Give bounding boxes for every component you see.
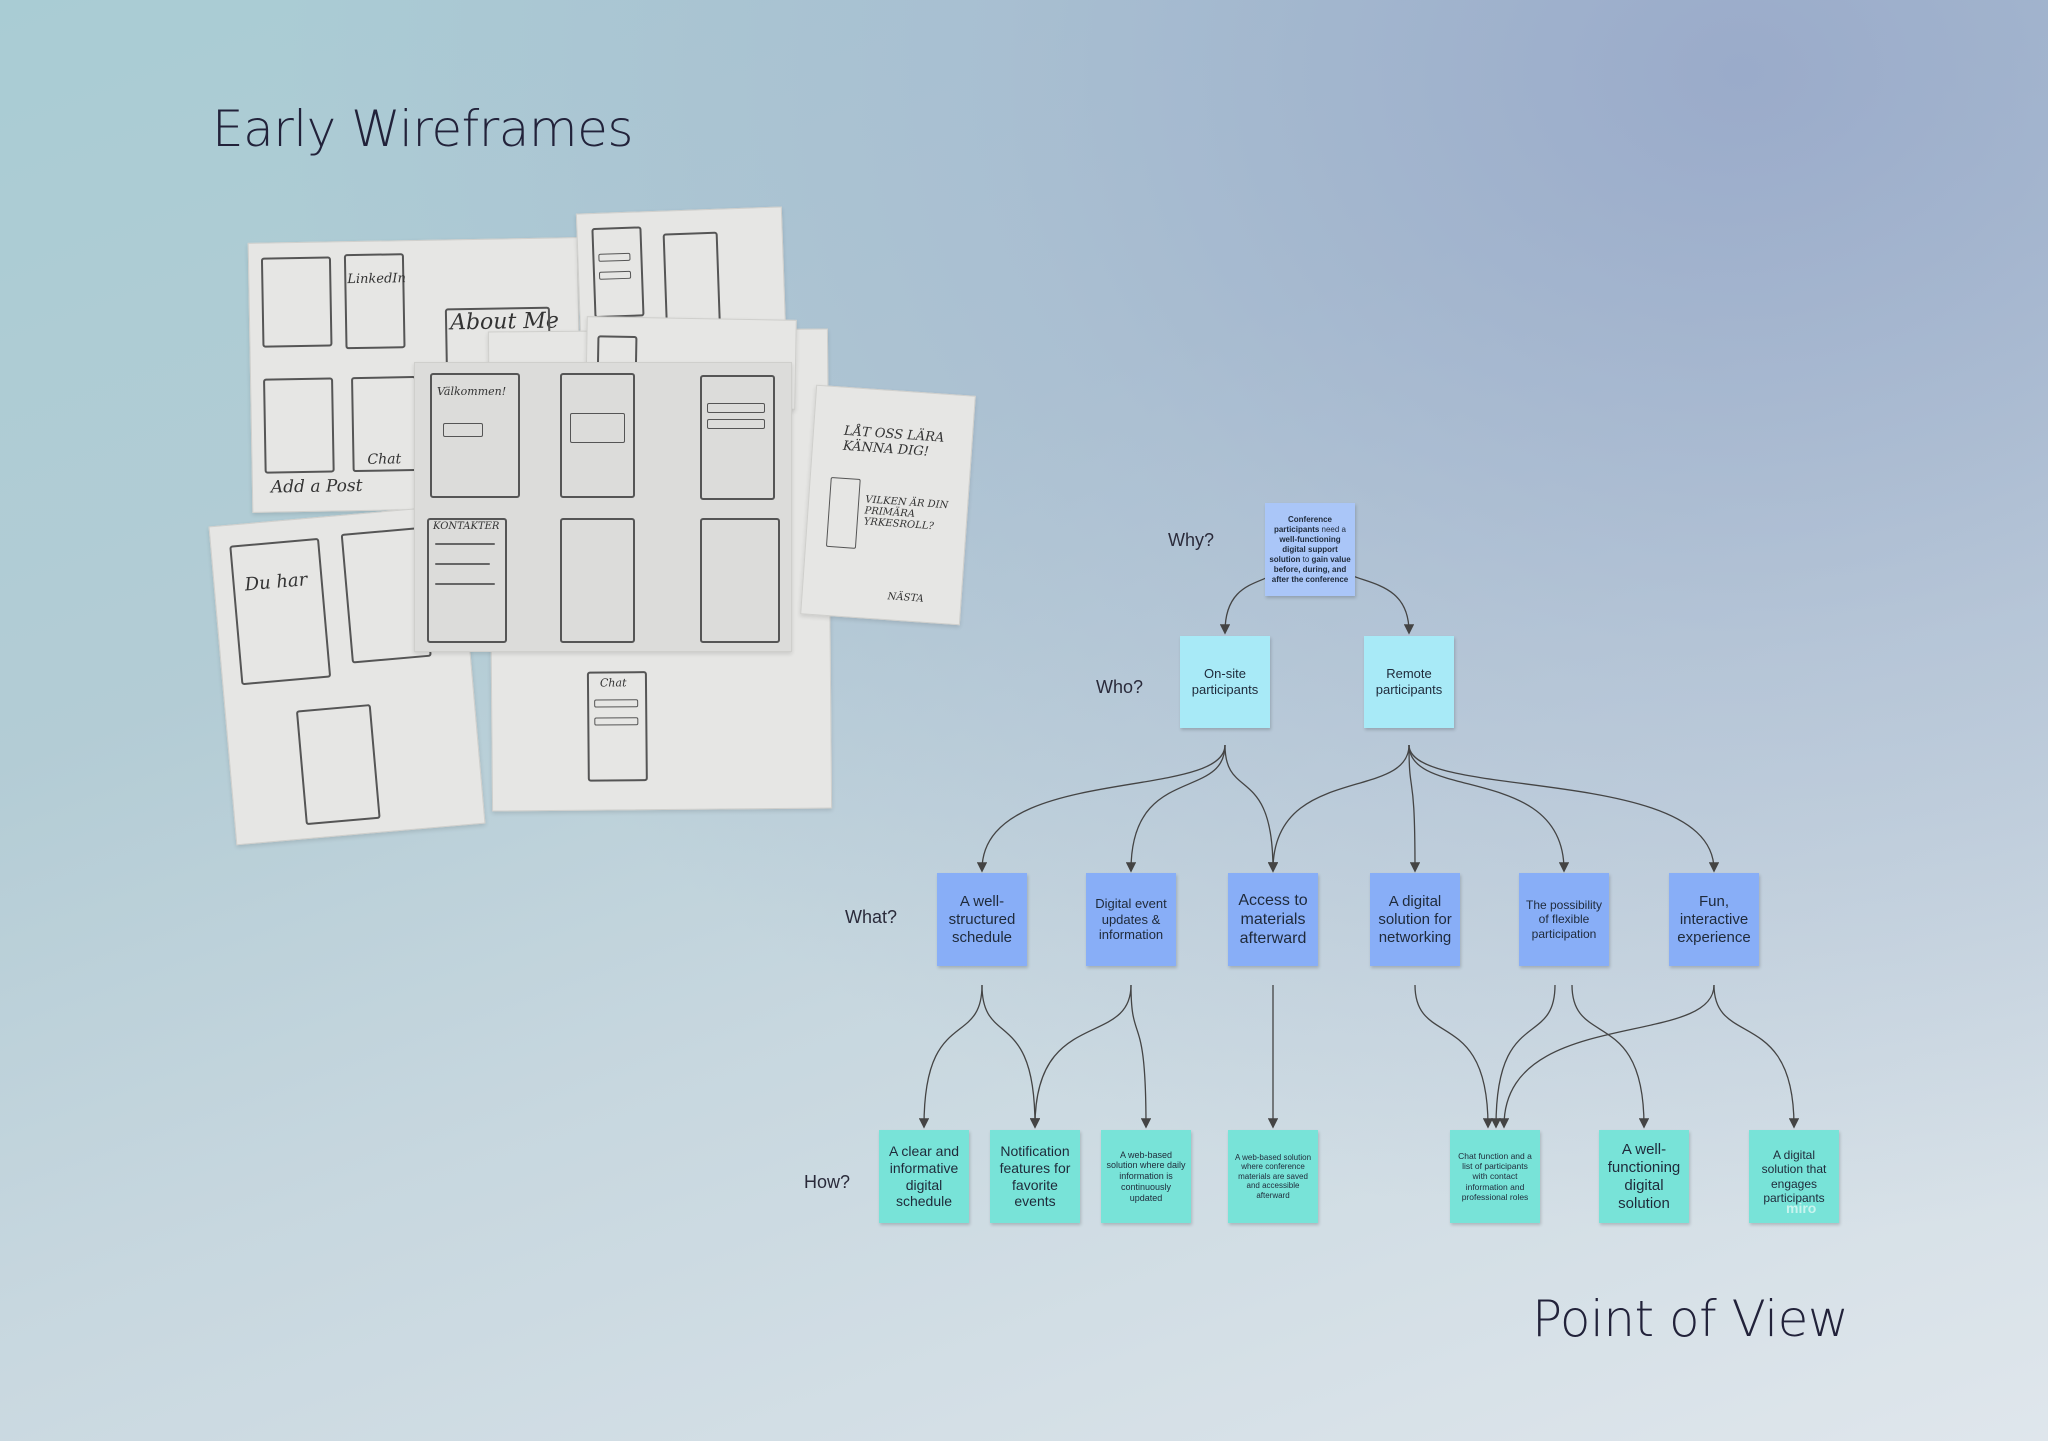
who-sticky-onsite: On-site participants — [1180, 636, 1270, 728]
level-why-label: Why? — [1168, 530, 1215, 550]
level-how-label: How? — [804, 1172, 851, 1192]
how-sticky-6: A well-functioning digital solution — [1599, 1130, 1689, 1223]
connector-networking-h5 — [1414, 984, 1494, 1129]
sketch-valkommen: Välkommen! — [437, 385, 507, 398]
sketch-kontakter: KONTAKTER — [433, 521, 500, 532]
what-sticky-networking: A digital solution for networking — [1370, 873, 1460, 966]
how-sticky-7: A digital solution that engages particip… — [1749, 1130, 1839, 1223]
wireframe-front-sheet: Välkommen! KONTAKTER — [414, 362, 792, 652]
wireframes-title: Early Wireframes — [212, 100, 633, 158]
connector-onsite-updates — [1125, 744, 1226, 873]
pov-title: Point of View — [1532, 1290, 1849, 1348]
how-sticky-3: A web-based solution where daily informa… — [1101, 1130, 1191, 1223]
root-statement: Conference participants need a well-func… — [1269, 514, 1351, 584]
how-sticky-1: A clear and informative digital schedule — [879, 1130, 969, 1223]
what-sticky-updates: Digital event updates & information — [1086, 873, 1176, 966]
level-who-label: Who? — [1096, 677, 1144, 697]
connector-fun-h7 — [1713, 984, 1800, 1129]
connector-remote-materials — [1267, 744, 1410, 873]
root-sticky-note: Conference participants need a well-func… — [1265, 503, 1355, 596]
connector-onsite-schedule — [976, 744, 1226, 873]
how-sticky-4: A web-based solution where conference ma… — [1228, 1130, 1318, 1223]
connector-flexible-h5 — [1490, 984, 1556, 1129]
level-what-label: What? — [845, 907, 898, 927]
connector-updates-h2 — [1029, 984, 1132, 1129]
connector-onsite-materials — [1224, 744, 1279, 873]
how-sticky-2: Notification features for favorite event… — [990, 1130, 1080, 1223]
what-sticky-fun: Fun, interactive experience — [1669, 873, 1759, 966]
how-sticky-5: Chat function and a list of participants… — [1450, 1130, 1540, 1223]
what-sticky-schedule: A well-structured schedule — [937, 873, 1027, 966]
connector-updates-h3 — [1130, 984, 1152, 1129]
connector-schedule-h2 — [981, 984, 1041, 1129]
connector-flexible-h6 — [1571, 984, 1650, 1129]
connector-remote-networking — [1408, 744, 1421, 873]
who-sticky-remote: Remote participants — [1364, 636, 1454, 728]
connector-remote-fun — [1408, 744, 1720, 873]
connector-fun-h5 — [1498, 984, 1715, 1129]
what-sticky-materials: Access to materials afterward — [1228, 873, 1318, 966]
what-sticky-flexible: The possibility of flexible participatio… — [1519, 873, 1609, 966]
connector-remote-flexible — [1408, 744, 1570, 873]
connector-schedule-h1 — [918, 984, 983, 1129]
miro-watermark: miro — [1786, 1200, 1817, 1216]
